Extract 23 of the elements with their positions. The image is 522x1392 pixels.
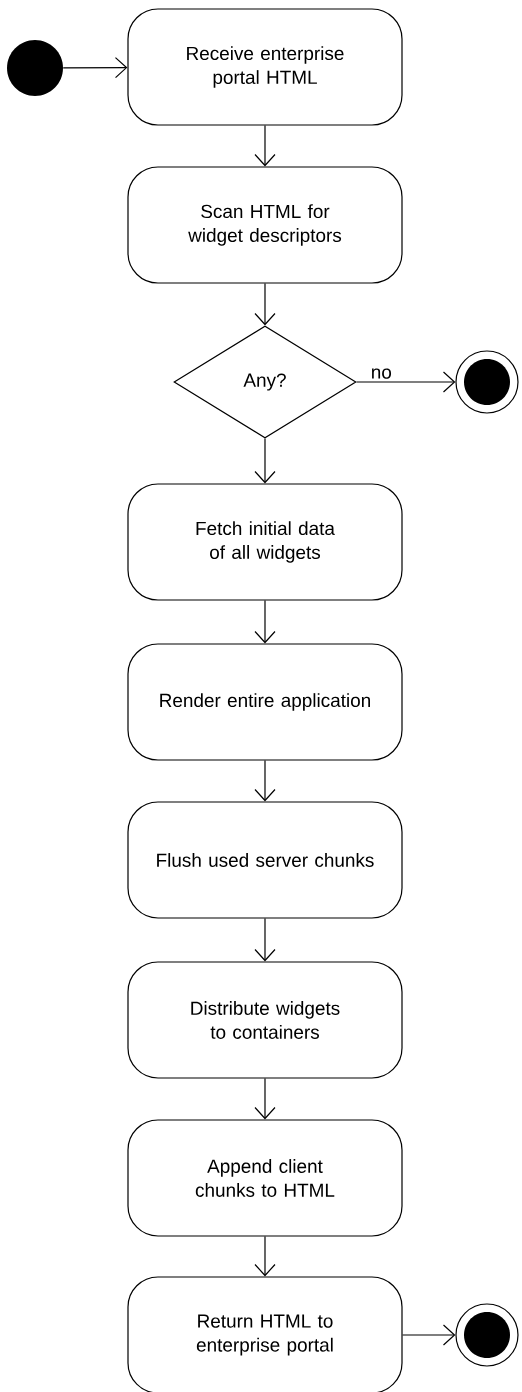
process-box: Render entire application: [127, 643, 403, 761]
process-box: Flush used server chunks: [127, 801, 403, 919]
arrow: [356, 371, 456, 393]
arrow: [254, 1236, 276, 1277]
arrow: [62, 57, 128, 79]
process-box: Fetch initial data of all widgets: [127, 483, 403, 601]
process-box: Scan HTML for widget descriptors: [127, 166, 403, 284]
end-node: [455, 350, 519, 414]
arrow: [254, 125, 276, 167]
process-box: Distribute widgets to containers: [127, 961, 403, 1079]
process-box: Append client chunks to HTML: [127, 1119, 403, 1237]
arrow: [402, 1324, 456, 1346]
arrow: [254, 600, 276, 644]
arrow: [254, 438, 276, 484]
process-box: Receive enterprise portal HTML: [127, 8, 403, 126]
arrow: [254, 283, 276, 326]
start-node: [7, 40, 63, 96]
process-box: Return HTML to enterprise portal: [127, 1276, 403, 1392]
arrow: [254, 1078, 276, 1120]
arrow: [254, 918, 276, 962]
end-node: [455, 1303, 519, 1367]
edge-label: no: [369, 367, 393, 380]
arrow: [254, 760, 276, 802]
